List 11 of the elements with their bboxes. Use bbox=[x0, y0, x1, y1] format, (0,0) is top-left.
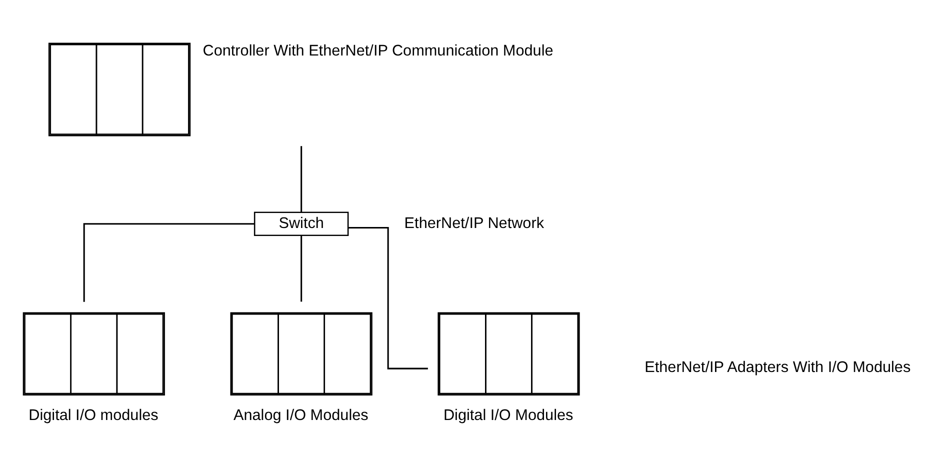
node-label: Controller With EtherNet/IP Communication Module bbox=[202, 42, 554, 60]
connector bbox=[83, 222, 254, 302]
connector bbox=[300, 146, 302, 212]
label: EtherNet/IP Adapters With I/O Modules bbox=[644, 358, 911, 376]
node-box: Switch bbox=[254, 211, 349, 236]
connector bbox=[300, 235, 302, 302]
node-label: Digital I/O modules bbox=[28, 406, 158, 424]
node-label: Analog I/O Modules bbox=[233, 406, 368, 424]
node-label: Digital I/O Modules bbox=[443, 406, 574, 424]
connector bbox=[348, 226, 428, 369]
label: EtherNet/IP Network bbox=[404, 214, 544, 232]
